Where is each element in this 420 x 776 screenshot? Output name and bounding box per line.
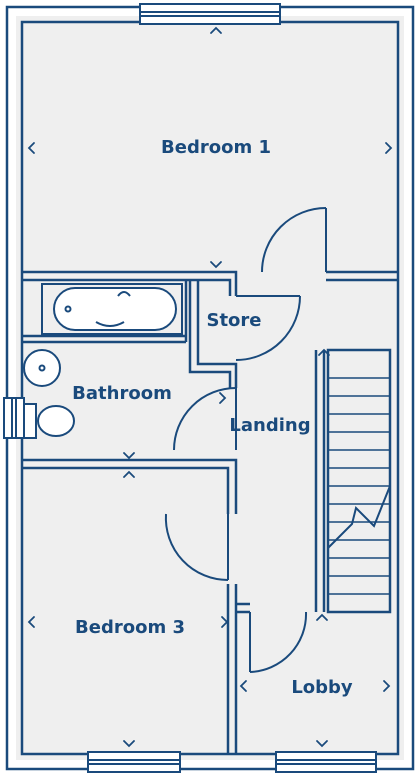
door-arc-icon xyxy=(249,611,308,673)
room-label-store: Store xyxy=(206,310,261,331)
break-line-icon xyxy=(327,485,391,549)
dimension-markers xyxy=(27,26,393,748)
window-bedroom3 xyxy=(87,751,181,773)
chevron-icon xyxy=(383,680,391,692)
chevron-icon xyxy=(239,680,247,692)
chevron-icon xyxy=(210,26,222,34)
doors xyxy=(164,207,327,673)
floor-area xyxy=(16,16,404,760)
room-label-landing: Landing xyxy=(229,415,310,436)
room-label-lobby: Lobby xyxy=(291,677,353,698)
bathroom-fixtures xyxy=(23,283,183,439)
chevron-icon xyxy=(221,616,229,628)
basin xyxy=(23,349,61,387)
chevron-icon xyxy=(210,261,222,269)
door-bedroom3 xyxy=(164,513,229,582)
toilet xyxy=(23,403,75,439)
door-bedroom1 xyxy=(261,207,327,273)
chevron-icon xyxy=(219,392,227,404)
room-label-bedroom3: Bedroom 3 xyxy=(75,617,185,638)
chevron-icon xyxy=(27,142,35,154)
door-lobby xyxy=(249,611,308,673)
chevron-icon xyxy=(316,613,328,621)
chevron-icon xyxy=(123,470,135,478)
chevron-icon xyxy=(123,740,135,748)
chevron-icon xyxy=(316,740,328,748)
window-bathroom xyxy=(3,397,25,439)
door-arc-icon xyxy=(261,207,327,273)
room-label-bathroom: Bathroom xyxy=(72,383,172,404)
door-arc-icon xyxy=(235,295,301,361)
door-arc-icon xyxy=(164,513,229,582)
door-bathroom xyxy=(173,387,237,451)
room-label-bedroom1: Bedroom 1 xyxy=(161,137,271,158)
internal-walls xyxy=(22,270,398,754)
chevron-icon xyxy=(318,348,330,356)
chevron-icon xyxy=(385,142,393,154)
stairs xyxy=(327,377,391,595)
door-store xyxy=(235,295,301,361)
window-bedroom1 xyxy=(139,3,281,25)
window-lobby xyxy=(275,751,377,773)
bathtub xyxy=(41,283,183,335)
chevron-icon xyxy=(123,452,135,460)
chevron-icon xyxy=(27,616,35,628)
door-arc-icon xyxy=(173,387,237,451)
